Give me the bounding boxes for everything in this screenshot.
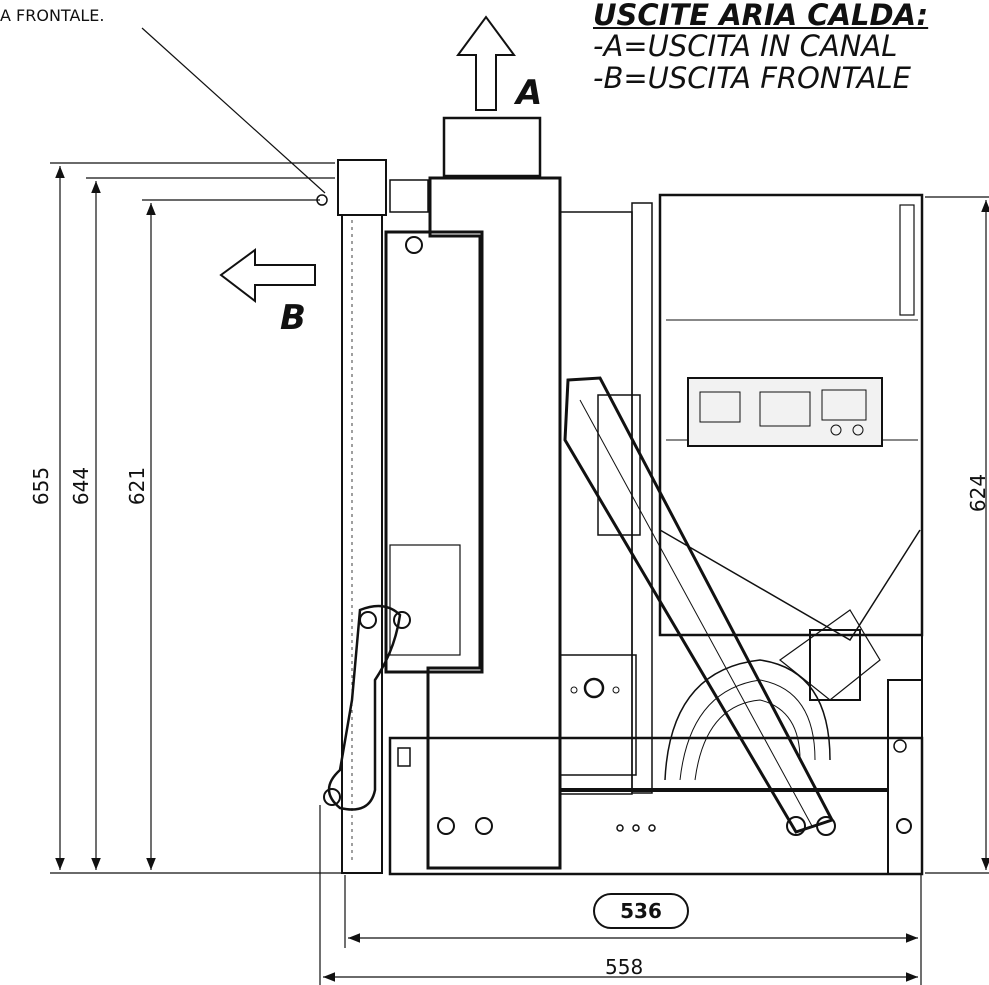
dim-height-right: 624 (966, 474, 989, 512)
dim-width-inner-badge: 536 (593, 893, 689, 929)
dim-height-inner: 621 (125, 467, 149, 505)
dim-width-outer: 558 (605, 955, 644, 979)
arrow-b-label: B (280, 298, 306, 338)
legend-line-a: -A=USCITA IN CANAL (593, 29, 898, 63)
arrow-a-label: A (516, 73, 543, 113)
dimension-texts: 655 644 621 624 (29, 467, 989, 512)
hot-air-outlets-legend: USCITE ARIA CALDA: -A=USCITA IN CANAL -B… (593, 0, 928, 94)
stove-drawing (316, 116, 924, 876)
legend-line-b: -B=USCITA FRONTALE (593, 61, 911, 95)
arrow-b-left-icon (219, 248, 316, 304)
top-note-text: A FRONTALE. (0, 6, 105, 25)
dim-height-outer: 655 (29, 467, 53, 505)
legend-title: USCITE ARIA CALDA: (593, 0, 929, 32)
arrow-a-up-icon (456, 15, 516, 111)
dimension-lines (50, 27, 989, 985)
dim-height-mid: 644 (69, 467, 93, 505)
